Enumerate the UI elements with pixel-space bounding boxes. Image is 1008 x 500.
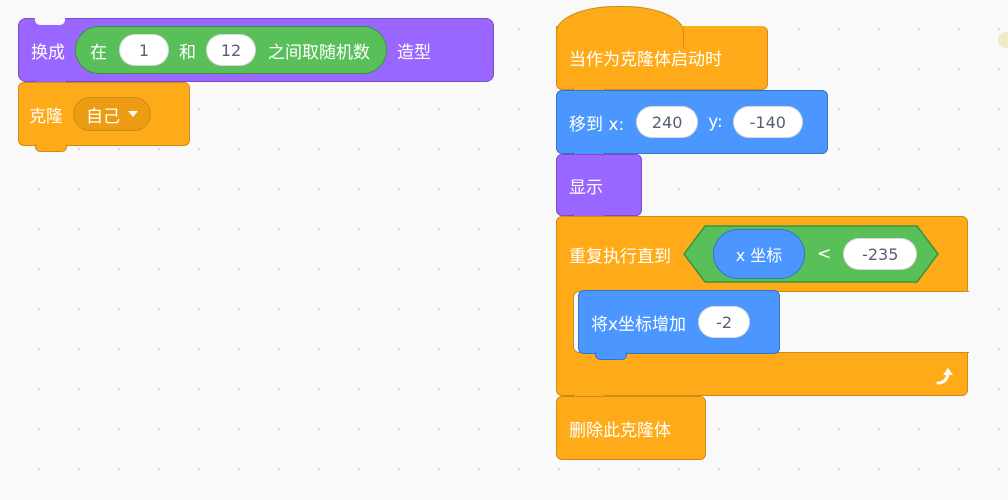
delete-clone-label: 删除此克隆体 bbox=[569, 420, 671, 441]
change-x-input[interactable]: -2 bbox=[698, 306, 751, 338]
show-block[interactable]: 显示 bbox=[556, 154, 642, 222]
operator-symbol: < bbox=[817, 244, 832, 264]
block-tab bbox=[35, 144, 67, 152]
costume-label: 造型 bbox=[397, 42, 431, 63]
pick-random-and: 和 bbox=[179, 42, 196, 63]
x-position-label: x 坐标 bbox=[735, 246, 783, 265]
goto-x-input[interactable]: 240 bbox=[636, 106, 699, 138]
delete-clone-block[interactable]: 删除此克隆体 bbox=[556, 396, 706, 460]
pick-random-suffix: 之间取随机数 bbox=[268, 42, 370, 63]
dropdown-caret-icon bbox=[128, 111, 138, 117]
repeat-until-header: 重复执行直到 x 坐标 < -235 bbox=[557, 217, 939, 291]
clone-target-dropdown[interactable]: 自己 bbox=[73, 97, 151, 131]
random-from-input[interactable]: 1 bbox=[119, 34, 169, 66]
switch-costume-label: 换成 bbox=[31, 42, 65, 63]
create-clone-label: 克隆 bbox=[29, 106, 63, 127]
goto-xy-block[interactable]: 移到 x: 240 y: -140 bbox=[556, 90, 828, 160]
loop-arrow-icon bbox=[933, 365, 957, 389]
less-than-operator[interactable]: x 坐标 < -235 bbox=[683, 225, 939, 283]
goto-y-input[interactable]: -140 bbox=[732, 106, 803, 138]
random-to-input[interactable]: 12 bbox=[206, 34, 256, 66]
block-tab bbox=[595, 352, 627, 360]
change-x-label: 将x坐标增加 bbox=[591, 314, 687, 335]
x-position-reporter[interactable]: x 坐标 bbox=[713, 229, 805, 279]
create-clone-block[interactable]: 克隆 自己 bbox=[18, 82, 190, 152]
pick-random-reporter[interactable]: 在 1 和 12 之间取随机数 bbox=[75, 26, 387, 74]
switch-costume-block[interactable]: 换成 在 1 和 12 之间取随机数 造型 bbox=[18, 18, 494, 88]
show-label: 显示 bbox=[569, 177, 603, 198]
pick-random-prefix: 在 bbox=[90, 42, 107, 63]
repeat-until-label: 重复执行直到 bbox=[569, 246, 671, 267]
change-x-block[interactable]: 将x坐标增加 -2 bbox=[578, 290, 780, 360]
sprite-corner bbox=[998, 32, 1008, 48]
compare-value-input[interactable]: -235 bbox=[843, 238, 918, 270]
goto-label: 移到 x: bbox=[569, 114, 625, 135]
when-start-as-clone-hat[interactable]: 当作为克隆体启动时 bbox=[556, 6, 768, 96]
hat-label: 当作为克隆体启动时 bbox=[569, 50, 722, 70]
goto-y-label: y: bbox=[708, 112, 723, 132]
hat-cap bbox=[556, 6, 684, 47]
clone-target-value: 自己 bbox=[86, 106, 120, 127]
